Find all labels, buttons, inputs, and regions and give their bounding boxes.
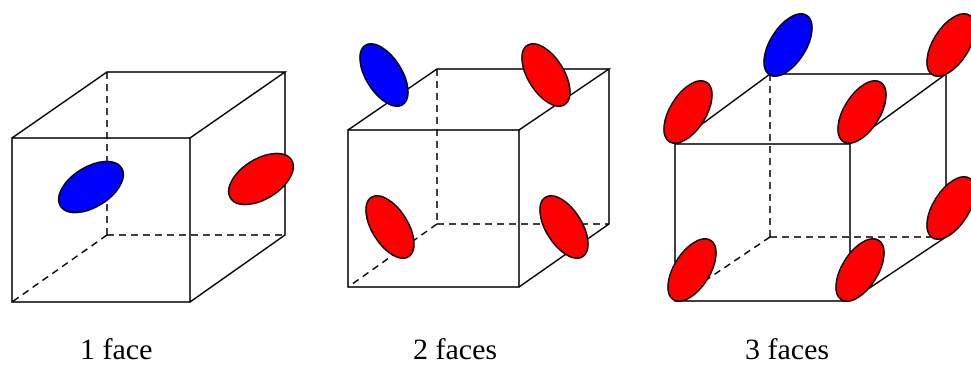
panel-3-cube bbox=[674, 73, 949, 302]
red-lobe bbox=[365, 195, 415, 259]
panel-1-cube bbox=[11, 71, 288, 303]
panel-2-faces bbox=[347, 43, 612, 288]
blue-lobe bbox=[359, 43, 409, 107]
top-face-edges bbox=[11, 71, 288, 139]
right-face-edges bbox=[189, 72, 286, 303]
blue-lobe bbox=[57, 160, 125, 214]
red-lobe bbox=[837, 80, 887, 144]
caption-2-faces: 2 faces bbox=[413, 333, 498, 366]
panel-1-face bbox=[11, 71, 295, 303]
red-lobe bbox=[926, 13, 971, 77]
red-lobe bbox=[521, 43, 571, 107]
right-face-edges bbox=[518, 69, 610, 288]
caption-1-face: 1 face bbox=[80, 333, 153, 366]
red-lobe bbox=[667, 238, 717, 302]
red-lobe bbox=[227, 152, 295, 206]
red-lobe bbox=[539, 195, 589, 259]
red-lobe bbox=[663, 80, 713, 144]
red-lobe bbox=[926, 176, 971, 240]
blue-lobe bbox=[763, 13, 813, 77]
panel-3-faces bbox=[663, 13, 971, 302]
hidden-edge bbox=[11, 234, 108, 303]
caption-3-faces: 3 faces bbox=[745, 333, 830, 366]
top-face-edges bbox=[674, 73, 949, 145]
red-lobe bbox=[835, 238, 885, 302]
